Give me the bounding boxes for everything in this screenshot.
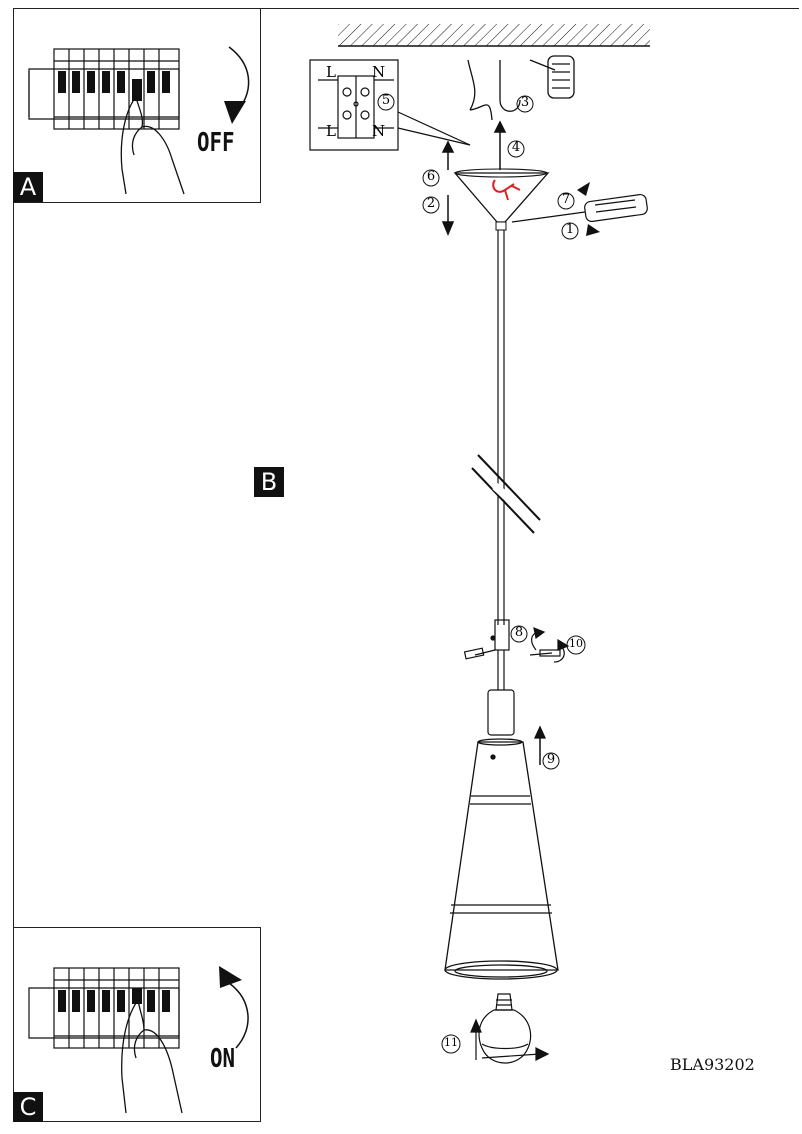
cable-gripper xyxy=(463,619,570,663)
step-11-label: 11 xyxy=(444,1036,458,1049)
step-10-label: 10 xyxy=(569,637,583,650)
panel-a-switch-off xyxy=(13,8,261,203)
switch-on-text: ON xyxy=(210,1044,236,1074)
step-4-label: 4 xyxy=(511,140,521,155)
panel-c-label: C xyxy=(13,1092,43,1122)
step-3-label: 3 xyxy=(520,95,530,110)
breaker-on-illustration xyxy=(28,966,249,1114)
lamp-shade xyxy=(444,725,559,980)
step-7-label: 7 xyxy=(561,192,571,207)
ceiling-hatch xyxy=(338,24,650,47)
panel-c-switch-on xyxy=(13,927,261,1122)
ceiling-canopy xyxy=(453,168,550,231)
light-bulb xyxy=(470,993,550,1064)
screwdriver-rotate-arrows xyxy=(577,182,600,236)
step-2-label: 2 xyxy=(426,196,436,211)
screwdriver xyxy=(511,193,648,223)
step-markers xyxy=(377,93,586,1054)
step-1-label: 1 xyxy=(565,222,575,237)
mount-arrows xyxy=(441,120,507,236)
terminal-neutral-bottom: N xyxy=(372,122,386,140)
terminal-neutral-top: N xyxy=(372,63,386,81)
panel-b-label: B xyxy=(254,467,284,497)
instruction-sheet-border xyxy=(13,8,799,1122)
suspension-cable xyxy=(471,230,541,625)
step-9-label: 9 xyxy=(546,752,556,767)
lamp-socket xyxy=(487,650,515,736)
terminal-live-top: L xyxy=(326,63,336,81)
panel-a-label: A xyxy=(13,172,43,202)
step-6-label: 6 xyxy=(426,169,436,184)
step-5-label: 5 xyxy=(381,93,391,108)
breaker-off-illustration xyxy=(28,46,250,195)
step-8-label: 8 xyxy=(514,625,524,640)
ceiling-hook-and-anchor xyxy=(467,55,575,121)
terminal-live-bottom: L xyxy=(326,122,336,140)
terminal-block-inset xyxy=(309,59,471,151)
model-code: BLA93202 xyxy=(670,1055,755,1074)
switch-off-text: OFF xyxy=(197,128,235,158)
